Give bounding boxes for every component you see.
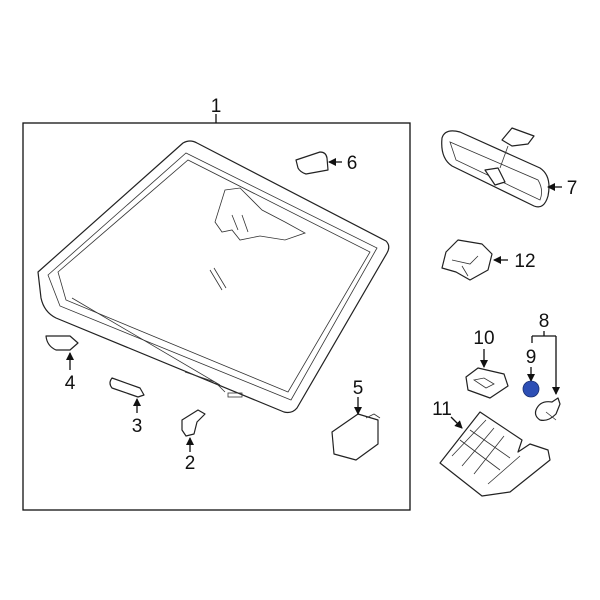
part-7-mirror[interactable]	[441, 127, 550, 208]
part-9-highlighted[interactable]	[522, 380, 540, 398]
callout-10[interactable]: 10	[473, 328, 494, 349]
callout-7[interactable]: 7	[567, 178, 578, 199]
callout-3[interactable]: 3	[132, 416, 143, 437]
part-11-housing[interactable]	[439, 411, 551, 497]
part-4[interactable]	[45, 335, 79, 351]
part-6[interactable]	[295, 151, 329, 175]
leader-8-bracket	[532, 331, 556, 337]
callout-1[interactable]: 1	[211, 96, 222, 117]
part-8-socket[interactable]	[534, 397, 561, 421]
callout-8[interactable]: 8	[539, 311, 550, 332]
part-12-bracket[interactable]	[441, 239, 493, 281]
part-5[interactable]	[331, 413, 379, 461]
callout-6[interactable]: 6	[347, 153, 358, 174]
callout-5[interactable]: 5	[353, 378, 364, 399]
callout-2[interactable]: 2	[185, 453, 196, 474]
callout-11[interactable]: 11	[432, 399, 452, 420]
callout-9[interactable]: 9	[526, 347, 537, 368]
part-10-lens[interactable]	[465, 367, 509, 399]
windshield[interactable]	[37, 140, 390, 414]
callout-4[interactable]: 4	[65, 373, 76, 394]
callout-12[interactable]: 12	[514, 251, 535, 272]
leader-11	[450, 416, 463, 429]
part-2[interactable]	[181, 409, 206, 437]
part-3[interactable]	[109, 377, 145, 398]
